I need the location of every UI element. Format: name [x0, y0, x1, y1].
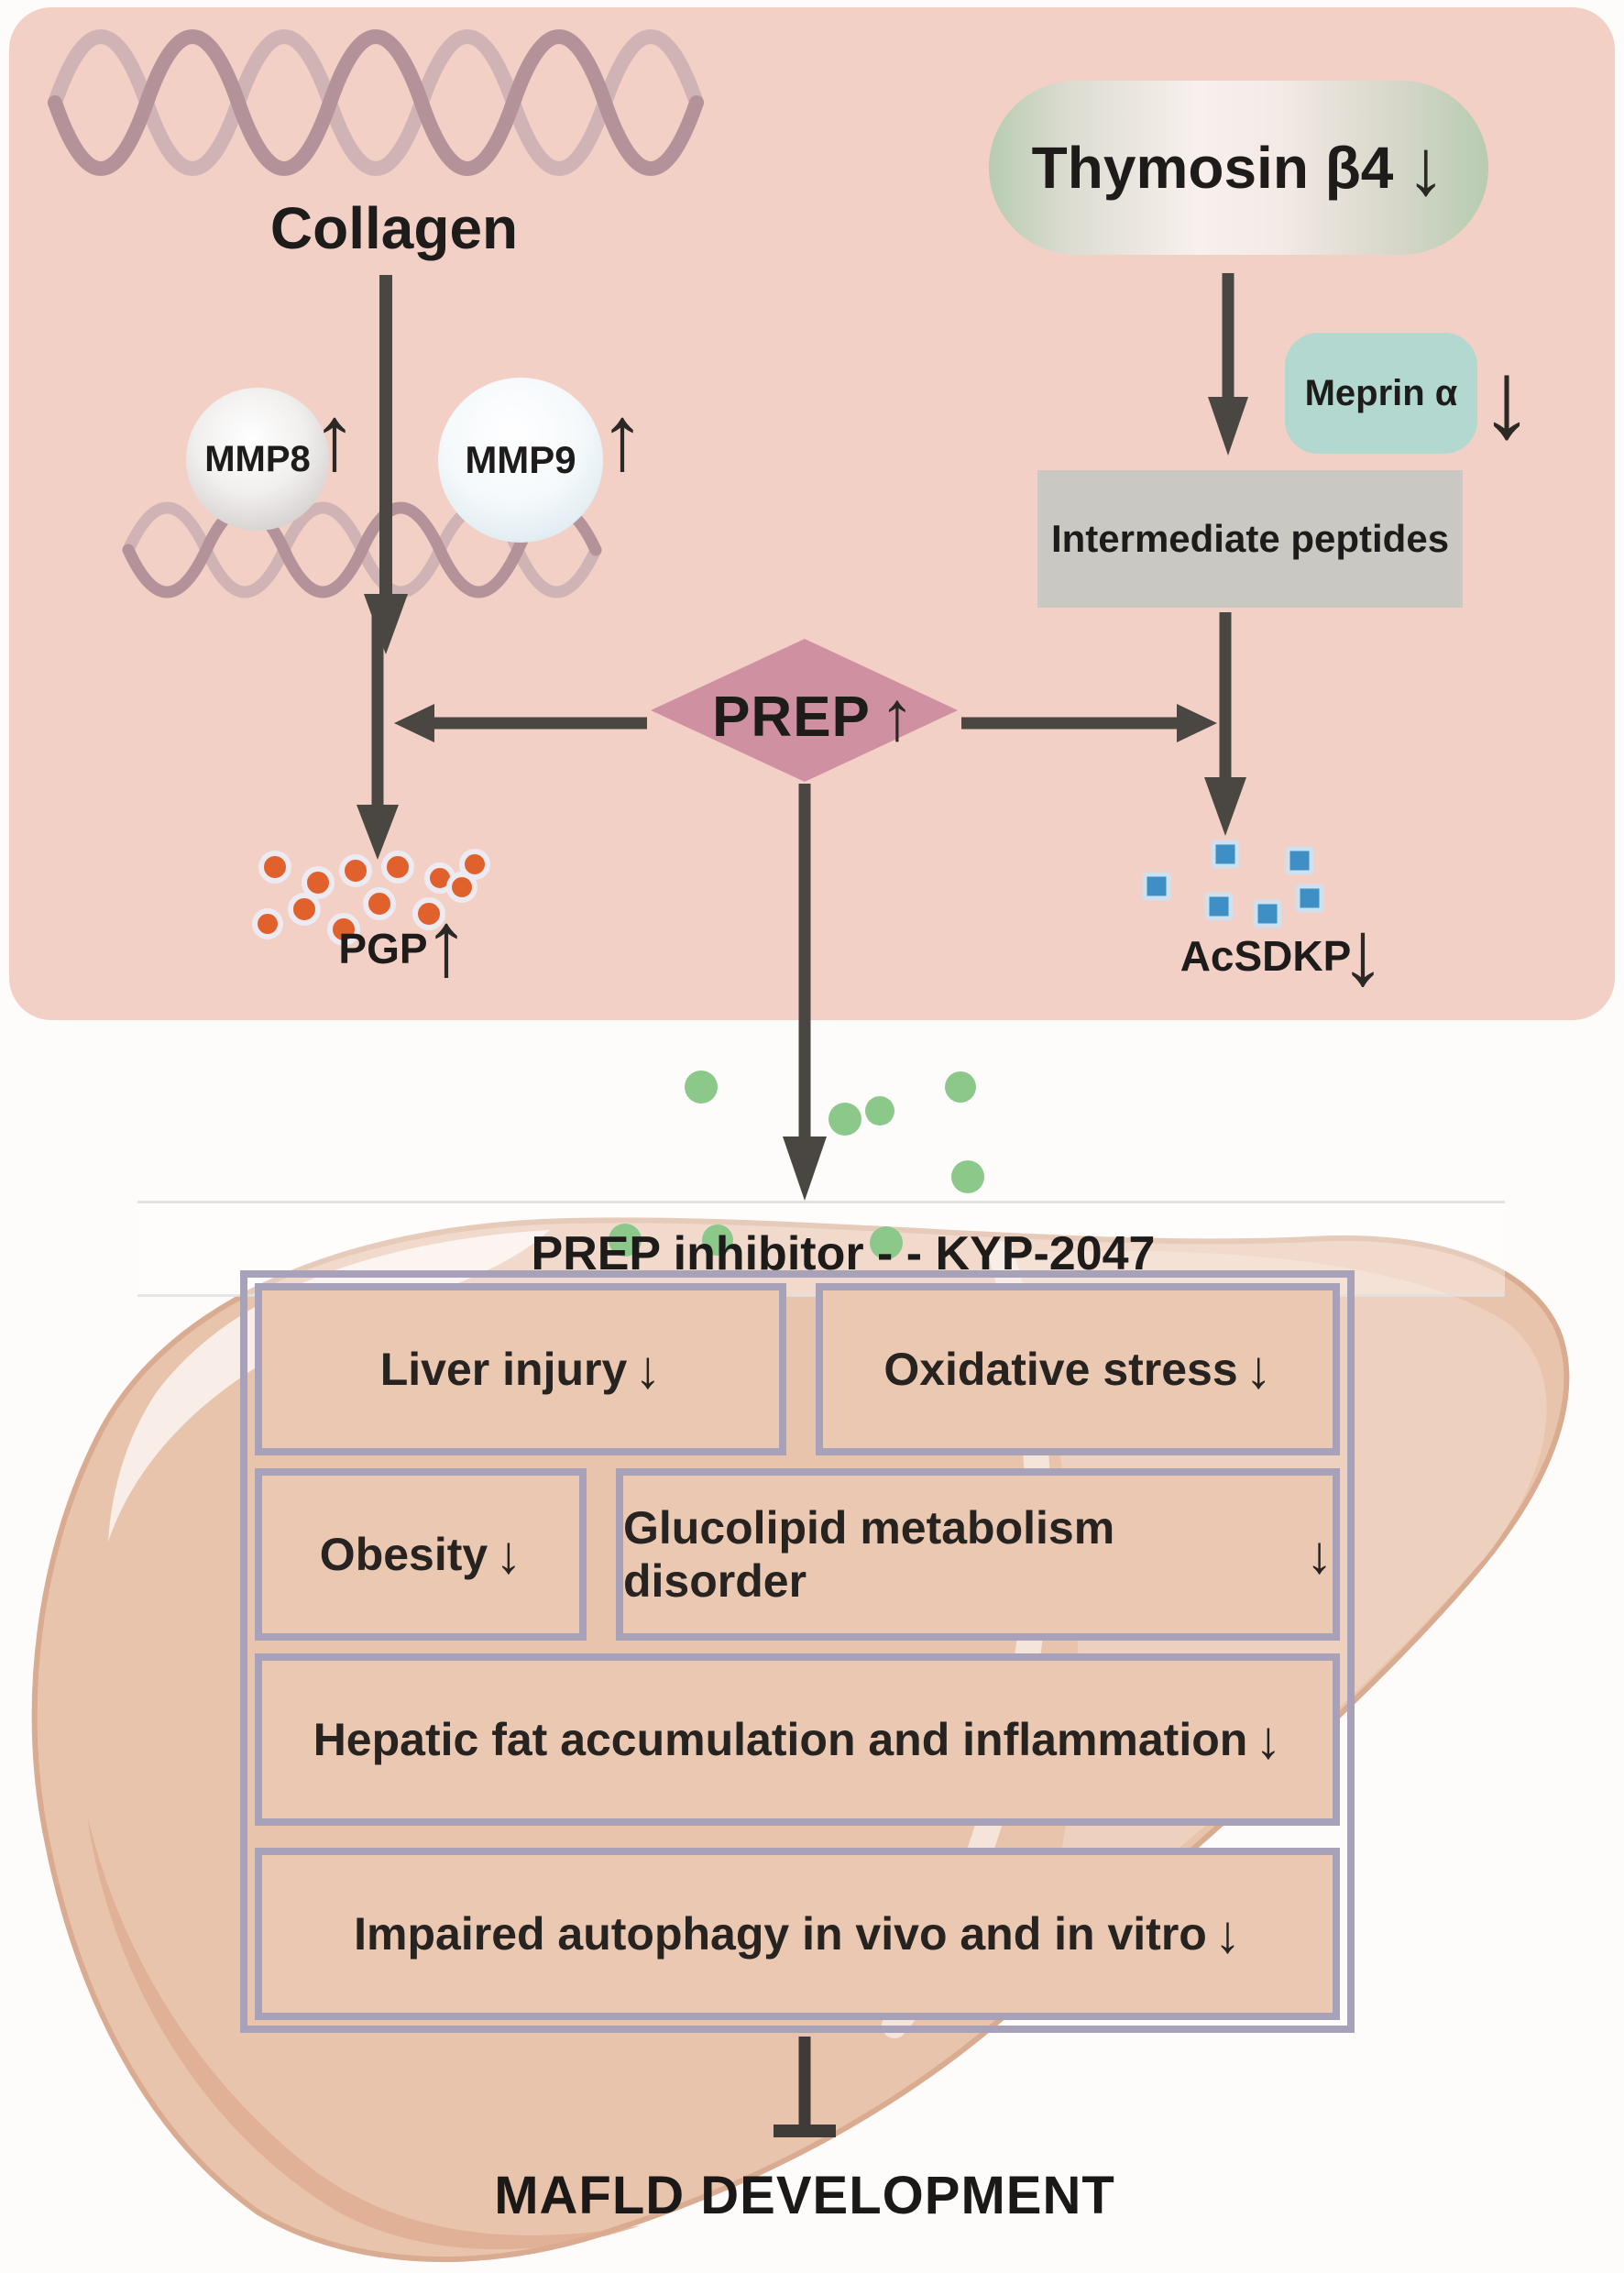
box-oxidative-stress: Oxidative stress ↓ [816, 1283, 1340, 1455]
thymosin-label: Thymosin β4 [1031, 135, 1394, 201]
mmp8-up-arrow-icon: ↑ [312, 387, 357, 489]
mmp9-label: MMP9 [465, 438, 576, 481]
mmp8-label: MMP8 [204, 438, 311, 479]
meprin-down-arrow-icon: ↓ [1479, 338, 1534, 461]
down-arrow-icon: ↓ [1213, 1904, 1241, 1964]
pgp-label: PGP [338, 925, 428, 972]
band-top-line [137, 1201, 1505, 1203]
box-obesity: Obesity ↓ [255, 1468, 587, 1641]
panel-graphics [48, 29, 1324, 946]
box-glucolipid: Glucolipid metabolism disorder ↓ [616, 1468, 1340, 1641]
thymosin-down-arrow-icon: ↓ [1406, 124, 1446, 212]
prep-label-group: PREP ↑ [660, 676, 968, 757]
down-arrow-icon: ↓ [1245, 1339, 1272, 1400]
upper-pathway-panel: Collagen MMP8 ↑ MMP9 ↑ Thymosin β4 ↓ Mep… [9, 7, 1615, 1020]
box-hepatic-fat-label: Hepatic fat accumulation and inflammatio… [313, 1714, 1248, 1765]
box-liver-injury: Liver injury ↓ [255, 1283, 786, 1455]
down-arrow-icon: ↓ [495, 1524, 522, 1585]
intermediate-peptides-box: Intermediate peptides [1037, 470, 1463, 608]
pathway-arrows [357, 273, 1248, 860]
box-impaired-autophagy: Impaired autophagy in vivo and in vitro … [255, 1848, 1340, 2020]
down-arrow-icon: ↓ [1306, 1524, 1333, 1585]
prep-up-arrow-icon: ↑ [879, 677, 916, 755]
box-oxidative-stress-label: Oxidative stress [883, 1344, 1238, 1395]
mmp9-sphere: MMP9 [438, 378, 603, 543]
liver-boxes-frame [240, 1270, 1355, 2033]
mmp8-sphere: MMP8 [186, 388, 329, 531]
prep-label: PREP [712, 685, 871, 749]
acsdkp-squares-icon [1142, 840, 1324, 928]
thymosin-pill: Thymosin β4 ↓ [989, 81, 1488, 255]
mafld-development-label: MAFLD DEVELOPMENT [494, 2166, 1115, 2225]
box-liver-injury-label: Liver injury [379, 1344, 628, 1395]
cleaved-helix-icon [122, 501, 602, 598]
meprin-pill: Meprin α [1285, 333, 1477, 454]
down-arrow-icon: ↓ [634, 1339, 662, 1400]
box-glucolipid-label: Glucolipid metabolism disorder [623, 1502, 1115, 1607]
highlight-band [137, 1202, 1505, 1296]
box-obesity-label: Obesity [319, 1529, 488, 1580]
collagen-helix-icon [48, 29, 704, 176]
prep-down-arrow [783, 784, 827, 1201]
pgp-dots-icon [252, 849, 490, 946]
acsdkp-label: AcSDKP [1180, 932, 1352, 980]
pgp-up-arrow-icon: ↑ [423, 893, 469, 995]
collagen-label: Collagen [269, 195, 519, 261]
prep-diamond [651, 639, 958, 782]
meprin-label: Meprin α [1304, 372, 1458, 413]
down-arrow-icon: ↓ [1255, 1709, 1282, 1770]
box-impaired-autophagy-label: Impaired autophagy in vivo and in vitro [354, 1908, 1207, 1960]
intermediate-peptides-label: Intermediate peptides [1050, 517, 1450, 560]
box-hepatic-fat: Hepatic fat accumulation and inflammatio… [255, 1653, 1340, 1826]
mmp9-up-arrow-icon: ↑ [599, 387, 645, 489]
acsdkp-down-arrow-icon: ↓ [1340, 902, 1386, 1005]
inhibition-tbar-icon [774, 2037, 836, 2137]
